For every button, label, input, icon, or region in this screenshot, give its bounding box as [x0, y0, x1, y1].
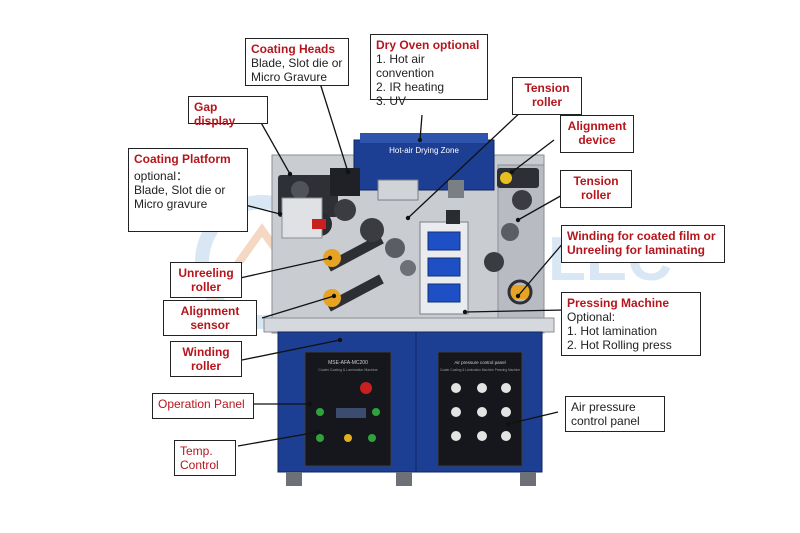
leader-dots	[277, 137, 521, 435]
label-gap-display: Gap display	[188, 96, 268, 128]
label-pressing-machine-title: Pressing Machine	[567, 296, 670, 310]
right-panel-subtitle: Coater Coating & Lamination Machine Pres…	[440, 368, 520, 372]
leader-coating-platform	[244, 204, 281, 215]
label-unreeling-roller-title: Unreeling roller	[178, 266, 234, 294]
label-unreeling-roller: Unreeling roller	[170, 262, 242, 298]
leader-temp-control	[237, 431, 319, 447]
roller-set-left	[323, 218, 416, 312]
label-coating-heads-sub: Blade, Slot die or Micro Gravure	[251, 56, 343, 84]
leader-tension-roller-right	[517, 193, 565, 221]
leader-lines	[237, 82, 565, 447]
label-coating-platform-title: Coating Platform	[134, 152, 231, 166]
leader-alignment-sensor	[261, 295, 335, 319]
temp-controller-box	[419, 210, 469, 315]
oven-sign: Hot-air Drying Zone	[389, 146, 459, 155]
label-alignment-device-title: Alignment device	[567, 119, 627, 147]
label-gap-display-title: Gap display	[194, 100, 236, 128]
foot	[520, 472, 536, 486]
label-dry-oven-sub: 1. Hot air convention 2. IR heating 3. U…	[376, 52, 445, 108]
leader-tension-roller-top	[407, 107, 526, 219]
label-winding-roller: Winding roller	[170, 341, 242, 377]
foot	[286, 472, 302, 486]
label-operation-panel: Operation Panel	[152, 393, 254, 419]
label-pressing-machine: Pressing Machine Optional: 1. Hot lamina…	[561, 292, 701, 356]
leader-air-pressure	[507, 411, 559, 425]
right-panel-title: Air pressure control panel	[454, 360, 505, 365]
cabinet-left: MSE-AFA-MC200 Coater Coating & Laminatio…	[277, 331, 417, 473]
label-operation-panel-title: Operation Panel	[158, 397, 245, 411]
label-alignment-sensor-title: Alignment sensor	[180, 304, 240, 332]
leader-dry-oven	[419, 114, 423, 141]
coating-head-assembly	[278, 168, 360, 239]
label-coating-platform-sub: optional： Blade, Slot die or Micro gravu…	[134, 169, 226, 211]
leader-alignment-device	[511, 139, 555, 173]
label-coating-heads-title: Coating Heads	[251, 42, 336, 56]
foot	[396, 472, 412, 486]
label-alignment-sensor: Alignment sensor	[163, 300, 257, 336]
label-tension-roller-right-title: Tension roller	[573, 174, 619, 202]
leader-unreeling-roller	[239, 257, 331, 279]
leader-winding-roller	[241, 339, 341, 361]
cabinet-right: Air pressure control panel Coater Coatin…	[415, 331, 543, 473]
label-dry-oven-title: Dry Oven optional	[376, 38, 480, 52]
label-tension-roller-right: Tension roller	[560, 170, 632, 208]
label-winding-coated: Winding for coated film or Unreeling for…	[561, 225, 725, 263]
label-alignment-device: Alignment device	[560, 115, 634, 153]
leader-pressing-machine	[464, 309, 565, 313]
label-pressing-machine-sub: Optional: 1. Hot lamination 2. Hot Rolli…	[567, 310, 672, 352]
leader-coating-heads	[319, 82, 349, 173]
label-temp-control: Temp. Control	[174, 440, 236, 476]
label-temp-control-title: Temp. Control	[180, 444, 219, 472]
dry-oven: Hot-air Drying Zone	[353, 133, 495, 201]
label-winding-coated-title: Winding for coated film or Unreeling for…	[567, 229, 716, 257]
label-coating-heads: Coating Heads Blade, Slot die or Micro G…	[245, 38, 349, 86]
left-panel-subtitle: Coater Coating & Lamination Machine	[318, 368, 377, 372]
label-tension-roller-top: Tension roller	[512, 77, 582, 115]
leader-winding-coated	[517, 241, 565, 297]
table-top	[263, 317, 555, 333]
label-tension-roller-top-title: Tension roller	[524, 81, 570, 109]
label-winding-roller-title: Winding roller	[182, 345, 230, 373]
label-air-pressure: Air pressure control panel	[565, 396, 665, 432]
left-panel-title: MSE-AFA-MC200	[328, 360, 368, 366]
label-coating-platform: Coating Platform optional： Blade, Slot d…	[128, 148, 248, 232]
label-air-pressure-title: Air pressure control panel	[571, 400, 640, 428]
label-dry-oven: Dry Oven optional 1. Hot air convention …	[370, 34, 488, 108]
